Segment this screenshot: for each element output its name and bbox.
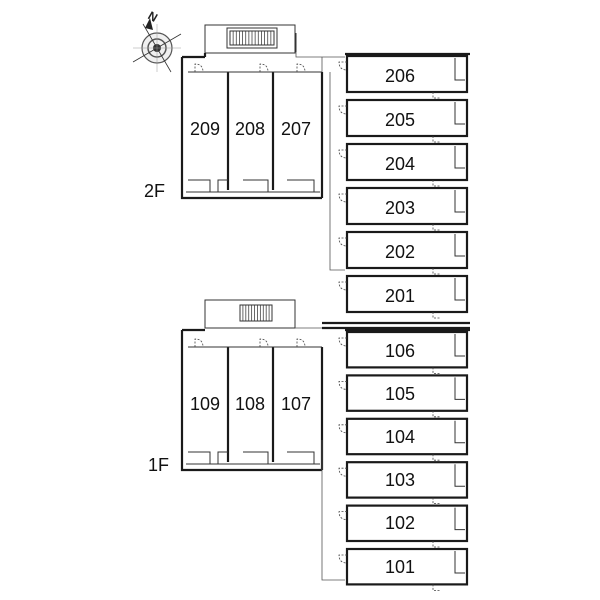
- unit-room: [338, 274, 469, 319]
- unit-room: [338, 142, 469, 187]
- unit-103-label: 103: [385, 470, 415, 490]
- floor-1f-left-block: [180, 299, 324, 472]
- compass-icon: N: [132, 8, 182, 73]
- unit-106-label: 106: [385, 341, 415, 361]
- unit-206-label: 206: [385, 66, 415, 86]
- unit-204-label: 204: [385, 154, 415, 174]
- unit-208-label: 208: [235, 119, 265, 139]
- unit-109-label: 109: [190, 394, 220, 414]
- compass-north-label: N: [146, 8, 161, 24]
- unit-207-label: 207: [281, 119, 311, 139]
- unit-209-label: 209: [190, 119, 220, 139]
- staircase-icon: [229, 30, 275, 46]
- unit-room: [338, 374, 469, 418]
- unit-room: [338, 54, 469, 99]
- floor-2f-left-block: [180, 24, 324, 200]
- unit-108-label: 108: [235, 394, 265, 414]
- unit-room: [338, 547, 469, 591]
- floor-2f-label: 2F: [144, 181, 165, 201]
- unit-107-label: 107: [281, 394, 311, 414]
- unit-203-label: 203: [385, 198, 415, 218]
- unit-room: [338, 186, 469, 231]
- unit-room: [338, 417, 469, 461]
- unit-room: [338, 504, 469, 548]
- unit-room: [338, 461, 469, 504]
- unit-105-label: 105: [385, 384, 415, 404]
- staircase-icon: [239, 304, 273, 322]
- unit-201-label: 201: [385, 286, 415, 306]
- floor-1f-label: 1F: [148, 455, 169, 475]
- unit-104-label: 104: [385, 427, 415, 447]
- unit-101-label: 101: [385, 557, 415, 577]
- unit-102-label: 102: [385, 513, 415, 533]
- unit-room: [338, 330, 469, 374]
- unit-202-label: 202: [385, 242, 415, 262]
- unit-room: [338, 230, 469, 275]
- floor-1f-right-block: [338, 328, 470, 591]
- unit-205-label: 205: [385, 110, 415, 130]
- floor-2f-right-block: [338, 52, 470, 319]
- unit-room: [338, 98, 469, 143]
